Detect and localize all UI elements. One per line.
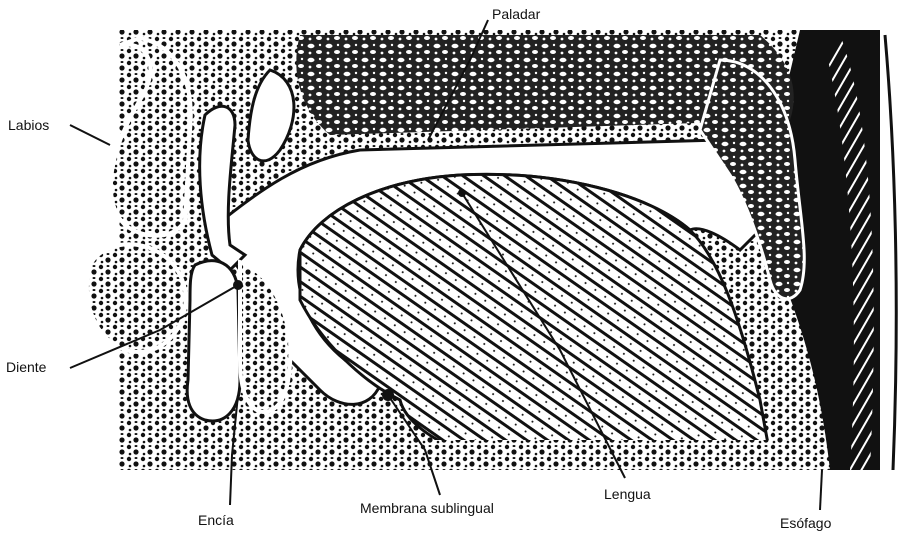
lower-lip — [87, 244, 186, 352]
label-esofago: Esófago — [780, 515, 831, 531]
label-labios: Labios — [8, 117, 49, 133]
label-paladar: Paladar — [492, 6, 540, 22]
lower-jaw-band — [118, 440, 810, 470]
label-membrana-sublingual: Membrana sublingual — [360, 500, 494, 516]
esofago-leader — [820, 470, 822, 510]
label-diente: Diente — [6, 359, 46, 375]
label-encia: Encía — [198, 512, 234, 528]
lower-tooth — [187, 261, 240, 421]
labios-leader — [70, 125, 110, 145]
posterior-wall-line — [885, 35, 896, 470]
label-lengua: Lengua — [604, 486, 651, 502]
